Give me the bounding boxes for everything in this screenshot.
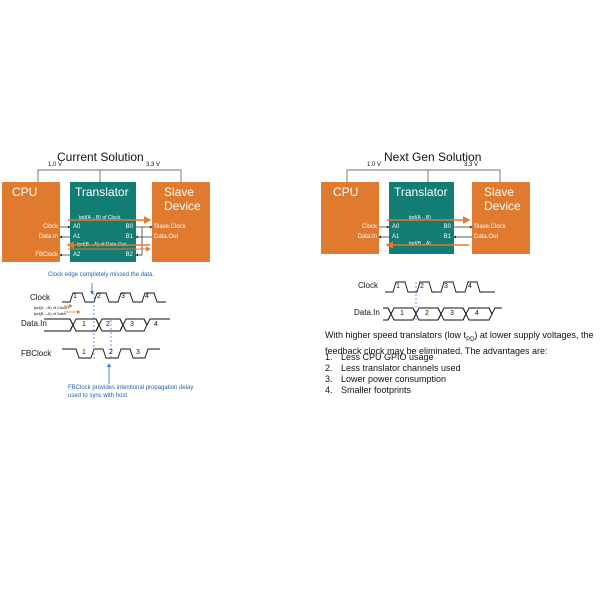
right-datain-label: Data.In [354, 308, 380, 317]
left-fbclock-wave [62, 348, 160, 359]
right-delay-mid-label: tpd(B→A) [409, 241, 431, 247]
left-cpu-pin-clock: Clock [42, 224, 58, 230]
left-pin-b0: B0 [125, 224, 133, 230]
left-clock-num-4: 4 [145, 293, 149, 300]
left-cpu-title: CPU [12, 185, 38, 199]
left-pin-a0: A0 [73, 224, 81, 230]
advantage-text: Smaller footprints [341, 385, 412, 395]
right-slave-block: Slave Device Slave.Clock Data.Out [472, 182, 530, 254]
left-fb-num-3: 3 [136, 349, 140, 356]
left-cpu-pin-fbclock: FBClock [35, 252, 58, 258]
left-data-num-4: 4 [154, 321, 158, 328]
left-delay-small-2: tpd(B→A) of Data [34, 311, 66, 316]
left-data-num-3: 3 [130, 321, 134, 328]
advantage-num: 1. [325, 352, 333, 362]
right-clock-label: Clock [358, 281, 379, 290]
left-slave-block: Slave Device Slave.Clock Data.Out [152, 182, 210, 262]
left-slave-pin-clock: Slave.Clock [154, 224, 186, 230]
advantage-item: 2. Less translator channels used [325, 363, 595, 374]
left-data-wave [44, 318, 170, 332]
left-delay-top-label: tpd(A→B) of Clock [79, 215, 121, 221]
right-paragraph: With higher speed translators (low tPD) … [325, 330, 595, 357]
left-cpu-block: CPU Clock Data.In FBClock [2, 182, 60, 262]
left-clock-label: Clock [30, 293, 51, 302]
left-clock-wave [62, 292, 166, 303]
right-slave-title: Slave Device [484, 185, 521, 213]
right-cpu-title: CPU [333, 185, 359, 199]
right-voltage-1v: 1.0 V [367, 162, 382, 168]
left-pin-b2: B2 [125, 252, 133, 258]
left-pin-a2: A2 [73, 252, 81, 258]
right-data-num-1: 1 [400, 310, 404, 317]
left-fb-num-1: 1 [82, 349, 86, 356]
advantage-item: 4. Smaller footprints [325, 385, 595, 396]
advantage-text: Lower power consumption [341, 374, 447, 384]
left-data-num-2: 2 [106, 321, 110, 328]
right-clock-num-2: 2 [420, 283, 424, 290]
right-slave-pin-clock: Slave.Clock [474, 224, 506, 230]
left-note-top: Clock edge completely missed the data. [48, 272, 155, 278]
advantage-text: Less translator channels used [341, 363, 461, 373]
left-clock-num-3: 3 [121, 293, 125, 300]
left-fbclock-label: FBClock [21, 349, 52, 358]
right-delay-top-label: tpd(A→B) [409, 215, 431, 221]
right-paragraph-part-1: With higher speed translators (low t [325, 330, 467, 340]
right-voltage-3v: 3.3 V [464, 162, 479, 168]
right-cpu-pin-datain: Data.In [357, 234, 377, 240]
left-voltage-1v: 1.0 V [48, 162, 63, 168]
right-cpu-block: CPU Clock Data.In [321, 182, 379, 254]
right-pin-b0: B0 [443, 224, 451, 230]
advantage-num: 4. [325, 385, 333, 395]
left-delay-small-1: tpd(A→B) of Clock+ [34, 305, 70, 310]
advantage-num: 2. [325, 363, 333, 373]
left-cpu-pin-datain: Data.In [38, 234, 58, 240]
right-title: Next Gen Solution [384, 150, 482, 164]
left-clock-num-1: 1 [73, 293, 77, 300]
left-translator-title: Translator [75, 185, 129, 199]
left-slave-pin-dataout: Data.Out [154, 234, 179, 240]
left-data-num-1: 1 [82, 321, 86, 328]
left-fb-num-2: 2 [109, 349, 113, 356]
left-datain-label: Data.In [21, 319, 47, 328]
left-slave-title: Slave Device [164, 185, 201, 213]
left-voltage-3v: 3.3 V [146, 162, 161, 168]
advantage-text: Less CPU GPIO usage [341, 352, 434, 362]
right-cpu-pin-clock: Clock [361, 224, 377, 230]
advantage-num: 3. [325, 374, 333, 384]
right-pin-b1: B1 [443, 234, 451, 240]
right-data-num-4: 4 [475, 310, 479, 317]
right-clock-num-1: 1 [396, 283, 400, 290]
right-translator-title: Translator [394, 185, 448, 199]
right-clock-num-4: 4 [468, 283, 472, 290]
right-slave-pin-dataout: Data.Out [474, 234, 499, 240]
advantage-item: 3. Lower power consumption [325, 374, 595, 385]
right-pin-a0: A0 [392, 224, 400, 230]
right-translator-block: Translator A0 A1 B0 B1 tpd(A→B) tpd(B→A) [389, 182, 454, 254]
left-note-bottom: FBClock provides intentional propagation… [68, 385, 194, 399]
left-clock-num-2: 2 [97, 293, 101, 300]
left-pin-a1: A1 [73, 234, 81, 240]
left-title: Current Solution [57, 150, 144, 164]
right-clock-wave [385, 281, 495, 293]
right-data-num-2: 2 [425, 310, 429, 317]
right-paragraph-sub: PD [466, 336, 475, 343]
right-pin-a1: A1 [392, 234, 400, 240]
right-advantages-list: 1. Less CPU GPIO usage 2. Less translator … [325, 352, 595, 396]
advantage-item: 1. Less CPU GPIO usage [325, 352, 595, 363]
right-clock-num-3: 3 [444, 283, 448, 290]
right-paragraph-part-2: ) at lower supply voltages, the feedback… [325, 330, 594, 356]
left-pin-b1: B1 [125, 234, 133, 240]
right-data-num-3: 3 [450, 310, 454, 317]
